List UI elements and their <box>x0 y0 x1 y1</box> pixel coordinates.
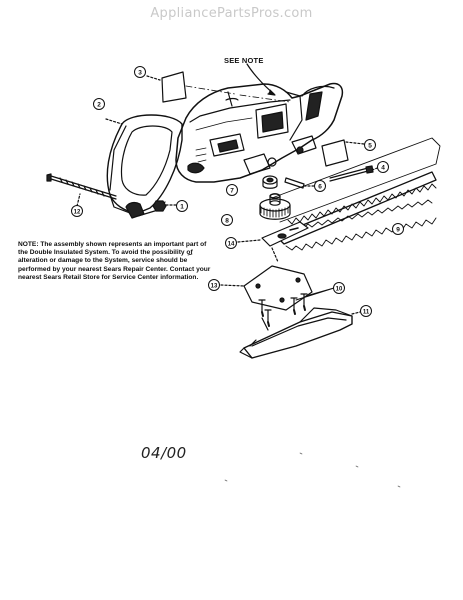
svg-text:1: 1 <box>180 203 184 210</box>
callout-13: 13 <box>208 279 220 291</box>
callout-9: 9 <box>392 223 404 235</box>
part-9-blade <box>271 137 441 251</box>
callout-8: 8 <box>221 214 233 226</box>
svg-text:6: 6 <box>318 183 322 190</box>
svg-text:2: 2 <box>97 101 101 108</box>
double-insulation-note: NOTE: The assembly shown represents an i… <box>18 241 218 282</box>
callout-2: 2 <box>93 98 105 110</box>
note-text: The assembly shown represents an importa… <box>18 241 211 281</box>
callout-12: 12 <box>71 205 83 217</box>
watermark: AppliancePartsPros.com <box>150 6 313 21</box>
callout-14: 14 <box>225 237 237 249</box>
part-2-handle-guard <box>106 114 183 219</box>
svg-text:8: 8 <box>225 217 229 224</box>
part-13-cover-plate <box>243 265 313 311</box>
callout-7: 7 <box>226 184 238 196</box>
svg-text:14: 14 <box>228 241 235 247</box>
part-4-pin <box>329 165 374 182</box>
svg-text:11: 11 <box>363 309 370 315</box>
part-5-label <box>321 139 349 167</box>
part-main-housing <box>175 82 344 183</box>
part-14-plate <box>261 221 309 247</box>
svg-text:5: 5 <box>368 142 372 149</box>
callout-11: 11 <box>360 305 372 317</box>
part-10-screws <box>258 293 308 327</box>
callout-10: 10 <box>333 282 345 294</box>
callout-3: 3 <box>134 66 146 78</box>
part-3-label <box>161 71 187 103</box>
svg-text:10: 10 <box>336 286 343 292</box>
callout-1: 1 <box>176 200 188 212</box>
callout-6: 6 <box>314 180 326 192</box>
part-1-nut <box>152 200 167 212</box>
svg-text:7: 7 <box>230 187 234 194</box>
revision-date: 04/00 <box>141 444 187 462</box>
see-note-label: SEE NOTE <box>224 56 264 65</box>
part-11-blade-guard <box>239 307 353 359</box>
callouts: 1 2 3 4 5 6 7 8 9 10 11 12 13 14 <box>71 66 404 317</box>
svg-text:3: 3 <box>138 69 142 76</box>
note-lead: NOTE: <box>18 241 39 248</box>
part-7-bushing <box>262 175 278 189</box>
svg-text:9: 9 <box>396 226 400 233</box>
callout-5: 5 <box>364 139 376 151</box>
svg-text:12: 12 <box>74 209 81 215</box>
callout-4: 4 <box>377 161 389 173</box>
part-12-long-screw <box>46 173 117 200</box>
svg-text:13: 13 <box>211 283 218 289</box>
part-8-gear <box>259 193 291 220</box>
part-6-key <box>284 177 305 189</box>
svg-text:4: 4 <box>381 164 385 171</box>
